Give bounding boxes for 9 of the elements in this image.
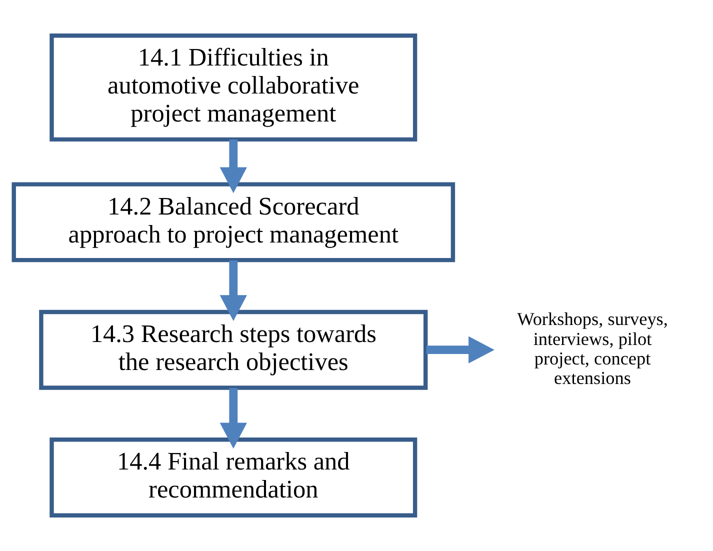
- arrow: [220, 140, 247, 194]
- arrow: [220, 388, 247, 449]
- node-box: 14.3 Research steps towards the research objectives: [39, 310, 428, 390]
- arrow: [426, 336, 494, 364]
- node-box: 14.4 Final remarks and recommendation: [50, 438, 418, 518]
- node-text: Workshops, surveys, interviews, pilot project, concept extensions: [517, 309, 668, 388]
- node-box: 14.2 Balanced Scorecard approach to project management: [12, 182, 456, 262]
- node-box: 14.1 Difficulties in automotive collaborative project management: [50, 34, 418, 142]
- arrow: [220, 260, 247, 321]
